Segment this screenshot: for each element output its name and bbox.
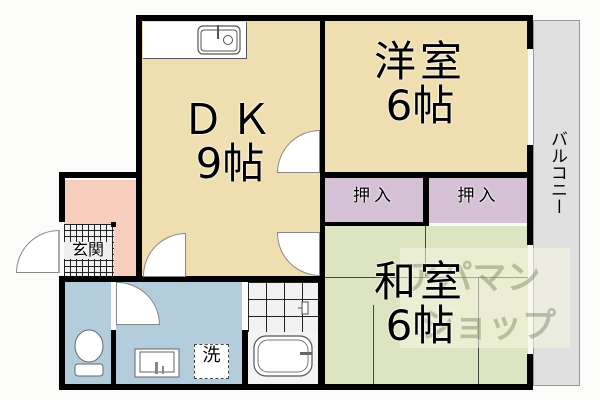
front-door[interactable] — [16, 230, 60, 273]
closet-left-label: 押入 — [353, 186, 395, 206]
wall — [59, 172, 65, 222]
wall — [423, 172, 429, 226]
wall — [527, 354, 533, 388]
washbasin-icon — [134, 348, 180, 378]
wall — [59, 384, 533, 390]
wall — [242, 330, 248, 386]
dk-label: ＤＫ 9帖 — [170, 95, 290, 189]
closet-right — [429, 178, 528, 223]
japanese-label: 和室 6帖 — [360, 257, 480, 351]
watermark — [400, 248, 570, 348]
closet-left — [325, 178, 423, 223]
wall — [320, 15, 325, 278]
washing-machine-area — [194, 344, 229, 379]
dk-label-size: 9帖 — [195, 139, 265, 189]
wall — [527, 145, 533, 245]
bathtub-icon — [253, 335, 313, 377]
tatami-line — [373, 305, 374, 386]
japanese-label-size: 6帖 — [385, 301, 455, 351]
entrance-label: 玄関 — [64, 241, 112, 259]
closet-right-label: 押入 — [457, 186, 500, 206]
western-room — [325, 20, 528, 173]
dk-label-name: ＤＫ — [181, 95, 278, 144]
wall — [318, 282, 325, 386]
wall — [111, 330, 116, 386]
wall — [59, 276, 325, 282]
wall — [59, 172, 142, 178]
japanese-label-name: 和室 — [373, 257, 466, 306]
wall — [320, 222, 425, 226]
wall — [136, 15, 533, 21]
balcony-label: バルコニー — [547, 130, 567, 215]
western-label-size: 6帖 — [385, 81, 455, 131]
wall — [136, 15, 142, 280]
toilet-icon — [74, 329, 104, 377]
shower-faucet-icon — [298, 301, 309, 315]
watermark-line1: アパマン — [405, 258, 541, 298]
watermark-line2: ショップ — [420, 306, 556, 346]
wall — [527, 15, 533, 49]
western-label: 洋室 6帖 — [360, 37, 480, 131]
washroom-label: 洗 — [202, 345, 221, 366]
sink-icon — [197, 25, 241, 55]
wall — [59, 276, 65, 388]
entrance-step-post — [111, 222, 116, 227]
western-label-name: 洋室 — [373, 37, 466, 86]
